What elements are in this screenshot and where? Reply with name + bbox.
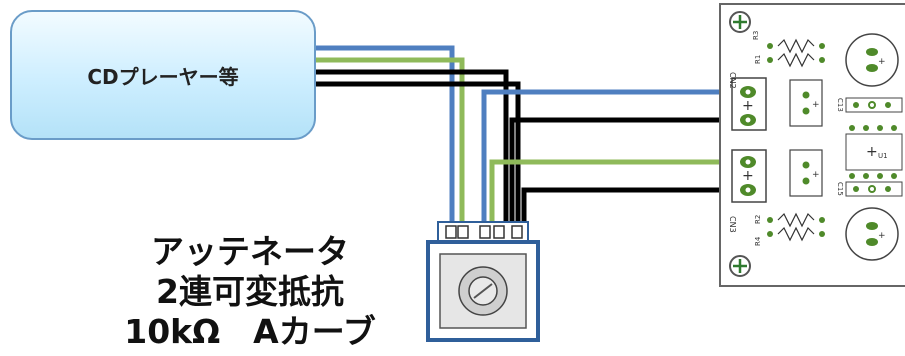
polarity-mark: + xyxy=(742,98,754,114)
resistor-label: R4 xyxy=(754,236,762,246)
pot-terminal xyxy=(493,225,505,239)
resistor-pair-top: R3 R1 xyxy=(752,31,825,68)
pot-terminal xyxy=(457,225,469,239)
wire-green-input xyxy=(316,57,465,232)
wire-black-output-1 xyxy=(509,117,744,232)
resistor-label: R1 xyxy=(754,55,762,64)
wire-black-input-2 xyxy=(316,81,521,232)
svg-text:+: + xyxy=(866,144,878,160)
wire-black-input-1 xyxy=(316,69,509,232)
capacitor-block-top: + xyxy=(789,79,823,127)
wire-bundle xyxy=(316,45,744,232)
capacitor-c13: C13 xyxy=(836,97,903,113)
wire-blue-output xyxy=(481,89,744,232)
wire-green-output xyxy=(489,159,744,232)
connector-cn3: + CN3 xyxy=(728,149,767,233)
mounting-hole xyxy=(729,11,751,33)
electrolytic-cap-top: + xyxy=(845,33,899,87)
caption-line-3: 10kΩ Aカーブ xyxy=(124,312,376,351)
caption-line-2: 2連可変抵抗 xyxy=(156,272,344,311)
electrolytic-cap-bottom: + xyxy=(845,207,899,261)
pot-terminal xyxy=(511,225,523,239)
wire-blue-input xyxy=(316,45,455,232)
svg-text:+: + xyxy=(812,100,820,110)
pcb-board: + CN2 + CN3 R3 R1 xyxy=(719,3,905,287)
capacitor-block-bottom: + xyxy=(789,149,823,197)
svg-text:+: + xyxy=(878,231,886,241)
capacitor-label: C13 xyxy=(836,98,844,112)
ic-u1: + U1 xyxy=(845,125,903,179)
cd-player-box: CDプレーヤー等 xyxy=(10,10,316,140)
cd-player-label: CDプレーヤー等 xyxy=(87,64,239,89)
resistor-pair-bottom: R2 R4 xyxy=(754,212,825,246)
polarity-mark: + xyxy=(742,168,754,184)
resistor-label: R2 xyxy=(754,215,762,224)
wire-black-output-2 xyxy=(521,187,744,232)
capacitor-c15: C15 xyxy=(836,181,903,197)
ic-label: U1 xyxy=(878,152,888,160)
connector-label: CN2 xyxy=(728,72,737,89)
pot-terminal xyxy=(479,225,491,239)
pot-terminal xyxy=(445,225,457,239)
potentiometer xyxy=(426,221,540,342)
svg-text:+: + xyxy=(878,57,886,67)
capacitor-label: C15 xyxy=(836,182,844,196)
caption-line-1: アッテネータ xyxy=(151,232,349,271)
pot-knob-slot xyxy=(473,283,493,299)
mounting-hole xyxy=(729,255,751,277)
connector-cn2: + CN2 xyxy=(728,72,767,131)
resistor-label: R3 xyxy=(752,31,760,40)
connector-label: CN3 xyxy=(728,216,737,233)
svg-text:+: + xyxy=(812,170,820,180)
attenuator-caption: アッテネータ 2連可変抵抗 10kΩ Aカーブ xyxy=(100,232,400,352)
